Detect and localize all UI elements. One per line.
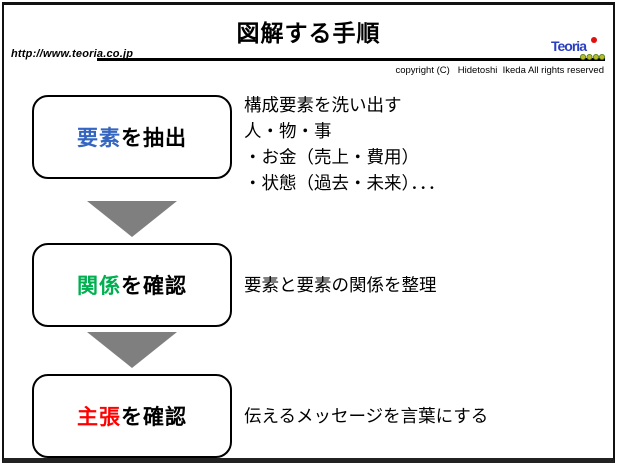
step-box: 主張を確認	[32, 374, 232, 458]
description-line: 伝えるメッセージを言葉にする	[244, 406, 489, 426]
header-rule	[97, 58, 605, 61]
step-suffix: を抽出	[121, 127, 187, 150]
description-line: 人・物・事	[244, 121, 332, 141]
svg-text:Teoria: Teoria	[551, 38, 587, 54]
step-box: 要素を抽出	[32, 95, 232, 179]
down-arrow-icon	[87, 332, 177, 368]
step-row: 主張を確認 伝えるメッセージを言葉にする	[32, 374, 613, 458]
copyright-text: copyright (C) Hidetoshi Ikeda All rights…	[395, 65, 604, 76]
step-keyword: 関係	[77, 275, 121, 298]
step-description: 要素と要素の関係を整理	[244, 243, 437, 327]
step-description: 構成要素を洗い出す人・物・事・お金（売上・費用） ・状態（過去・未来）．．．	[244, 92, 445, 196]
step-keyword: 要素	[77, 127, 121, 150]
slide-header: 図解する手順 http://www.teoria.co.jp Teoria co…	[4, 5, 613, 83]
description-line: ・お金（売上・費用）	[244, 147, 419, 167]
step-suffix: を確認	[121, 406, 187, 429]
teoria-logo-icon: Teoria	[551, 37, 605, 60]
down-arrow-icon	[87, 201, 177, 237]
description-line: 要素と要素の関係を整理	[244, 275, 437, 295]
step-row: 関係を確認 要素と要素の関係を整理	[32, 243, 613, 327]
step-suffix: を確認	[121, 275, 187, 298]
step-keyword: 主張	[77, 406, 121, 429]
step-row: 要素を抽出 構成要素を洗い出す人・物・事・お金（売上・費用） ・状態（過去・未来）…	[32, 95, 613, 196]
description-line: ・状態（過去・未来）．．．	[244, 173, 446, 193]
site-url: http://www.teoria.co.jp	[11, 48, 134, 60]
step-description: 伝えるメッセージを言葉にする	[244, 374, 488, 458]
step-box: 関係を確認	[32, 243, 232, 327]
page-title: 図解する手順	[236, 20, 381, 46]
description-line: 構成要素を洗い出す	[244, 95, 402, 115]
steps: 要素を抽出 構成要素を洗い出す人・物・事・お金（売上・費用） ・状態（過去・未来）…	[32, 95, 613, 458]
